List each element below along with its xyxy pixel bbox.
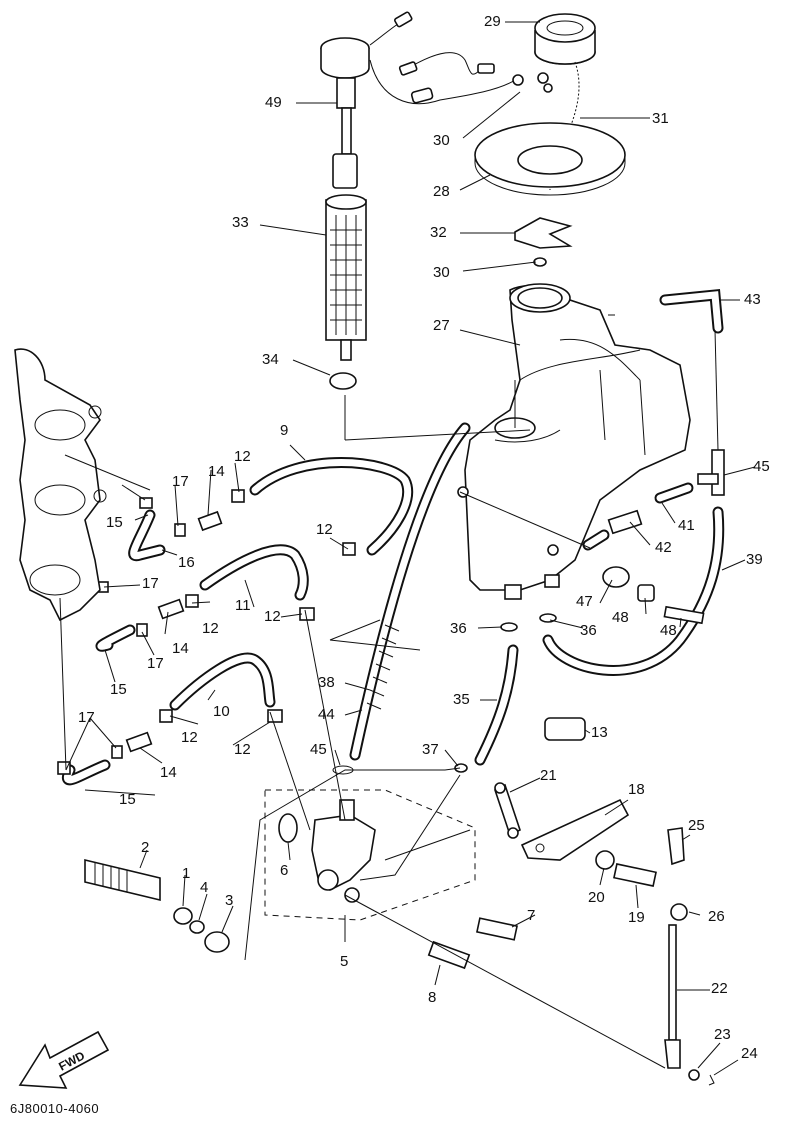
- callout-32: 32: [430, 224, 447, 241]
- linkage: [494, 782, 715, 1086]
- callout-34: 34: [262, 351, 279, 368]
- callout-2: 2: [141, 839, 150, 856]
- callout-31: 31: [652, 110, 669, 127]
- callout-47: 48: [612, 609, 629, 626]
- callout-39: 38: [318, 674, 335, 691]
- callout-13: 13: [591, 724, 608, 741]
- callout-17b: 17: [142, 575, 159, 592]
- callout-25: 25: [688, 817, 705, 834]
- leader-lines: [59, 21, 756, 1076]
- callout-35: 35: [453, 691, 470, 708]
- callout-7: 7: [527, 907, 536, 924]
- callout-15c: 15: [119, 791, 136, 808]
- callout-45: 45: [310, 741, 327, 758]
- callout-22: 22: [711, 980, 728, 997]
- callout-9: 9: [280, 422, 289, 439]
- callout-24: 24: [741, 1045, 758, 1062]
- callout-18: 18: [628, 781, 645, 798]
- fwd-arrow-icon: [18, 1030, 110, 1089]
- tank-cap: [534, 13, 596, 65]
- callout-30: 30: [433, 132, 450, 149]
- callout-8: 8: [428, 989, 437, 1006]
- callout-3: 3: [225, 892, 234, 909]
- callout-27: 27: [433, 317, 450, 334]
- callout-15b: 15: [110, 681, 127, 698]
- callout-33: 33: [232, 214, 249, 231]
- callout-17a: 17: [172, 473, 189, 490]
- callout-48: 48: [660, 622, 677, 639]
- fittings: [57, 449, 725, 775]
- callout-38: 39: [746, 551, 763, 568]
- callout-41: 42: [655, 539, 672, 556]
- callout-44: 45: [753, 458, 770, 475]
- bracket-plate: [514, 217, 573, 249]
- diagram-code: 6J80010-4060: [10, 1101, 100, 1116]
- corrugated-hose: [366, 624, 400, 710]
- callout-30b: 30: [433, 264, 450, 281]
- callout-37: 37: [422, 741, 439, 758]
- oil-tank: [457, 283, 691, 600]
- callout-4: 4: [200, 879, 209, 896]
- callout-12a: 12: [234, 448, 251, 465]
- callout-26: 26: [708, 908, 725, 925]
- bolts: [427, 863, 657, 970]
- callout-40: 41: [678, 517, 695, 534]
- callout-14b: 14: [172, 640, 189, 657]
- clip: [500, 622, 518, 632]
- oil-pump: [264, 789, 476, 921]
- callout-11: 11: [235, 597, 251, 614]
- callout-43: 44: [318, 706, 335, 723]
- callout-6: 6: [280, 862, 289, 879]
- callout-28: 28: [433, 183, 450, 200]
- callout-21: 21: [540, 767, 557, 784]
- callout-19: 19: [628, 909, 645, 926]
- callout-14a: 14: [208, 463, 225, 480]
- callout-29: 29: [484, 13, 501, 30]
- callout-12f: 12: [234, 741, 251, 758]
- callout-5: 5: [340, 953, 349, 970]
- callout-14c: 14: [160, 764, 177, 781]
- callout-49: 49: [265, 94, 282, 111]
- callout-46: 47: [576, 593, 593, 610]
- callout-23: 23: [714, 1026, 731, 1043]
- callout-36b: 36: [580, 622, 597, 639]
- callout-12c: 12: [264, 608, 281, 625]
- callout-12d: 12: [202, 620, 219, 637]
- oil-level-gauge: [320, 37, 370, 390]
- callout-36a: 36: [450, 620, 467, 637]
- callout-20: 20: [588, 889, 605, 906]
- cylinder-block: [14, 348, 107, 622]
- callout-15a: 15: [106, 514, 123, 531]
- callout-42: 43: [744, 291, 761, 308]
- callout-10: 10: [213, 703, 230, 720]
- hoses: [62, 288, 725, 786]
- callout-1: 1: [182, 865, 191, 882]
- callout-16: 16: [178, 554, 195, 571]
- callout-12e: 12: [181, 729, 198, 746]
- callout-17c: 17: [147, 655, 164, 672]
- strainer-ring: [474, 122, 626, 196]
- callout-17d: 17: [78, 709, 95, 726]
- callout-12b: 12: [316, 521, 333, 538]
- drive-gear: [84, 858, 230, 953]
